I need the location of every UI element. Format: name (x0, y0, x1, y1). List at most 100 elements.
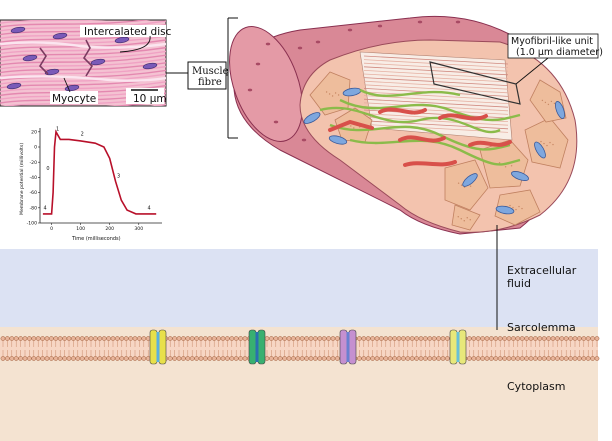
lipid-head (269, 336, 274, 341)
phase-label: 3 (117, 173, 120, 179)
lipid-head (445, 336, 450, 341)
myocyte-strand (0, 20, 106, 24)
myofilament-dot (543, 142, 545, 145)
channel-subunit (339, 329, 348, 365)
intercalated-disc-mark (82, 39, 94, 77)
lipid-head (418, 356, 424, 361)
lipid-head (423, 356, 428, 361)
lipid-head (511, 336, 516, 341)
lipid-head (563, 356, 569, 361)
lipid-head (216, 356, 221, 361)
lipid-head (577, 336, 582, 341)
lipid-head (123, 336, 129, 341)
lipid-head (321, 356, 327, 361)
lipid-head (238, 356, 243, 361)
myocyte-label: Myocyte (52, 93, 96, 105)
lipid-head (392, 356, 397, 361)
t-tubule (468, 140, 512, 147)
lipid-head (475, 336, 481, 341)
lipid-head (471, 356, 477, 361)
lipid-head (277, 336, 283, 341)
lipid-head (493, 356, 499, 361)
lipid-head (264, 356, 270, 361)
lipid-head (211, 356, 217, 361)
lipid-head (141, 336, 147, 341)
lipid-head (31, 356, 37, 361)
lipid-head (27, 356, 32, 361)
myocyte-strand (0, 39, 166, 51)
sarcolemma-pore (255, 62, 261, 66)
lipid-head (79, 356, 85, 361)
myofibril-label-box (507, 33, 599, 59)
y-ticks: 200-20-40-60-80-100 (27, 129, 40, 227)
lipid-head (229, 336, 235, 341)
lipid-head (181, 336, 186, 341)
tubules (319, 88, 521, 167)
myofilament-dot (509, 204, 511, 207)
lipid-head (185, 356, 191, 361)
lipid-head (313, 336, 318, 341)
lipid-head (308, 336, 314, 341)
lipid-head (506, 356, 512, 361)
mitochondrion (495, 205, 515, 215)
lipid-head (427, 336, 433, 341)
myofilament-dot (540, 140, 542, 143)
lipid-head (167, 336, 173, 341)
lipid-head (502, 336, 507, 341)
x-tick-label: 100 (76, 226, 85, 232)
lipid-head (176, 356, 182, 361)
myofilament-dot (337, 94, 340, 96)
y-tick-label: 0 (34, 145, 37, 151)
lipid-head (330, 336, 336, 341)
lipid-head (35, 336, 41, 341)
sarcolemma-pore (315, 40, 321, 44)
lipid-head (128, 336, 133, 341)
y-tick-label: -40 (29, 175, 37, 181)
lipid-head (594, 336, 600, 341)
channel-subunit (257, 329, 266, 365)
myofilament-dot (460, 218, 462, 220)
channel-subunit (449, 329, 458, 365)
lipid-head (31, 336, 37, 341)
lipid-head (572, 336, 578, 341)
x-tick-label: 0 (50, 226, 53, 232)
lipid-head (97, 336, 103, 341)
sarcolemma-pore (247, 88, 253, 92)
cell-boundary (0, 75, 166, 82)
lipid-head (27, 336, 32, 341)
lipid-head (480, 356, 485, 361)
mitochondrion (555, 101, 565, 119)
lipid-head (555, 336, 560, 341)
channel-subunit (348, 329, 357, 365)
fibre-end-cap (229, 26, 303, 142)
lipid-head (0, 336, 6, 341)
myofilament-dot (552, 143, 554, 146)
mitochondrion (303, 112, 321, 124)
myofilament-dot (544, 101, 547, 104)
lipid-head (590, 336, 595, 341)
lipid-head (220, 336, 226, 341)
intercalated-disc-leader (119, 35, 151, 53)
lipid-head (84, 356, 89, 361)
lipid-head (49, 356, 54, 361)
myofilament-dot (463, 220, 465, 222)
lipid-head (93, 356, 98, 361)
sarcomere-line (363, 84, 509, 94)
lipid-head (44, 356, 50, 361)
lipid-head (79, 336, 85, 341)
intercalated-disc-mark-2 (38, 47, 49, 75)
lipid-head (528, 336, 534, 341)
lipid-head (282, 356, 287, 361)
lipid-head (528, 356, 534, 361)
lipid-head (585, 336, 591, 341)
lipid-head (392, 336, 397, 341)
lipid-head (519, 356, 525, 361)
lipid-head (594, 356, 600, 361)
lipid-head (119, 336, 125, 341)
sarcomere-line (363, 98, 509, 108)
lipid-head (577, 356, 582, 361)
muscle-fibre-callout: Muscle fibre (166, 17, 238, 139)
lipid-head (137, 336, 142, 341)
intercalated-disc-label: Intercalated disc (84, 26, 172, 38)
sarcolemma-pore (265, 42, 271, 46)
